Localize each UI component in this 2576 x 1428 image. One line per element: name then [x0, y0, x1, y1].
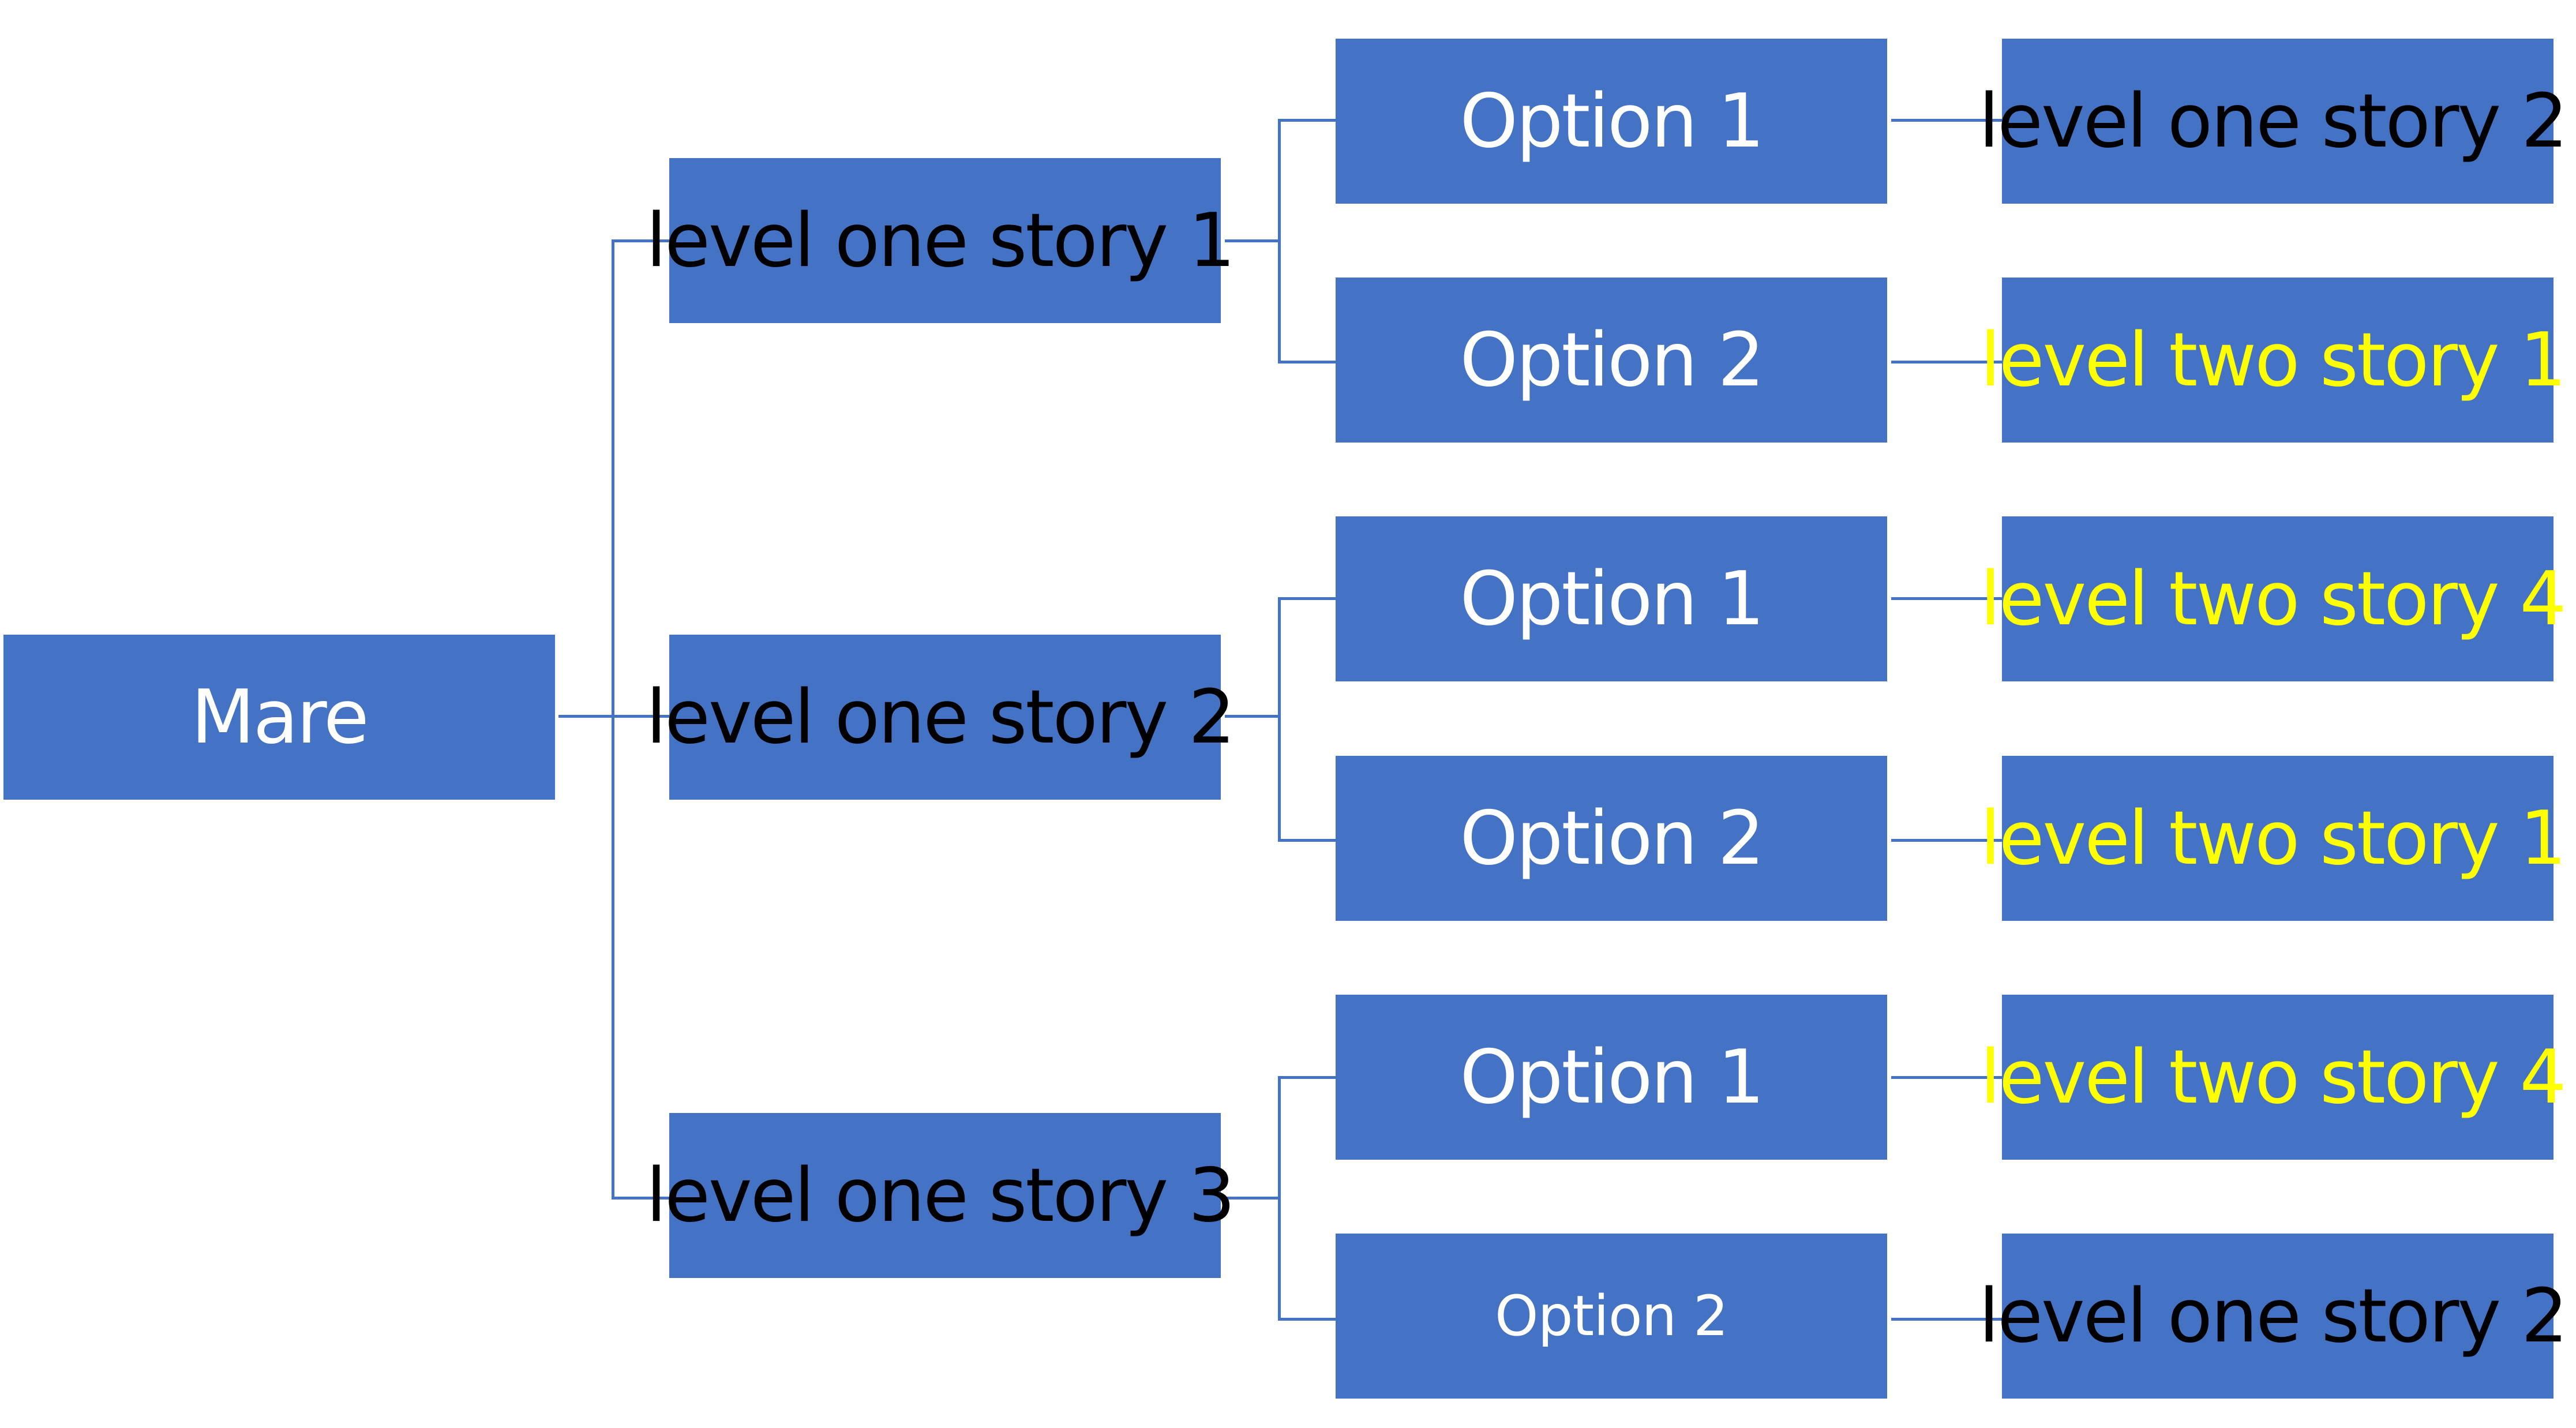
option-node-label: Option 2 [1460, 795, 1764, 882]
option-node-1-2: Option 2 [1336, 278, 1887, 443]
branch-node-label: level one story 1 [646, 197, 1236, 284]
connector-option-1-2-to-result [1891, 361, 2002, 363]
connector-branch-1-to-option-2 [1278, 361, 1336, 363]
result-node-3-1: level two story 4 [1980, 995, 2567, 1160]
branch-node-1: level one story 1 [646, 158, 1235, 323]
option-node-1-1: Option 1 [1336, 39, 1887, 204]
result-node-label: level two story 4 [1980, 556, 2567, 642]
branch-node-3: level one story 3 [646, 1113, 1235, 1278]
connector-root-to-branch-2 [612, 715, 669, 718]
connector-root-to-branch-3 [612, 1197, 669, 1200]
result-node-3-2: level one story 2 [1979, 1234, 2568, 1399]
connector-branch-2-stub [1225, 715, 1281, 718]
option-node-label: Option 1 [1460, 1034, 1764, 1120]
result-node-label: level one story 2 [1978, 1273, 2568, 1359]
result-node-2-1: level two story 4 [1980, 516, 2567, 681]
connector-branch-3-stub [1225, 1197, 1281, 1200]
result-node-label: level two story 4 [1980, 1034, 2567, 1120]
connector-branch-3-to-option-1 [1278, 1076, 1336, 1079]
root-node-label: Mare [191, 674, 369, 760]
option-node-label: Option 1 [1460, 556, 1764, 642]
connector-branch-3-trunk [1278, 1076, 1281, 1321]
root-node: Mare [3, 635, 555, 800]
connector-branch-3-to-option-2 [1278, 1318, 1336, 1321]
branch-node-2: level one story 2 [646, 635, 1235, 800]
result-node-1-1: level one story 2 [1979, 39, 2568, 204]
option-node-label: Option 1 [1460, 78, 1764, 164]
branch-node-label: level one story 3 [646, 1152, 1236, 1239]
connector-branch-1-stub [1225, 239, 1281, 242]
result-node-label: level one story 2 [1978, 78, 2568, 164]
option-node-2-2: Option 2 [1336, 756, 1887, 921]
option-node-label: Option 2 [1495, 1284, 1728, 1348]
connector-root-trunk [612, 239, 614, 1200]
connector-option-1-1-to-result [1891, 119, 2002, 122]
connector-root-to-branch-1 [612, 239, 669, 242]
connector-branch-1-trunk [1278, 119, 1281, 363]
connector-option-2-1-to-result [1891, 597, 2002, 600]
result-node-label: level two story 1 [1980, 317, 2567, 403]
connector-branch-2-to-option-1 [1278, 597, 1336, 600]
connector-option-2-2-to-result [1891, 839, 2002, 842]
connector-root-stub [558, 715, 616, 718]
result-node-1-2: level two story 1 [1980, 278, 2567, 443]
branch-node-label: level one story 2 [646, 674, 1236, 760]
option-node-3-2: Option 2 [1336, 1234, 1887, 1399]
connector-branch-2-trunk [1278, 597, 1281, 842]
connector-option-3-2-to-result [1891, 1318, 2002, 1321]
connector-option-3-1-to-result [1891, 1076, 2002, 1079]
option-node-3-1: Option 1 [1336, 995, 1887, 1160]
connector-branch-1-to-option-1 [1278, 119, 1336, 122]
option-node-2-1: Option 1 [1336, 516, 1887, 681]
result-node-2-2: level two story 1 [1980, 756, 2567, 921]
result-node-label: level two story 1 [1980, 795, 2567, 882]
option-node-label: Option 2 [1460, 317, 1764, 403]
connector-branch-2-to-option-2 [1278, 839, 1336, 842]
